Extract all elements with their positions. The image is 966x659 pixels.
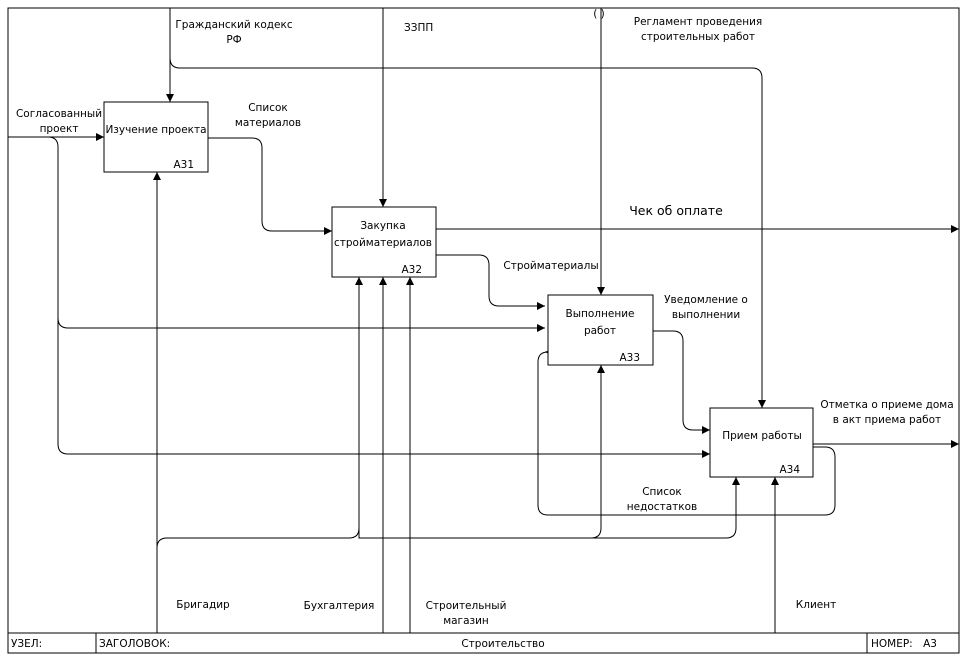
label-store: магазин [443, 615, 489, 627]
label-foreman: Бригадир [176, 599, 230, 611]
label-regulation: Регламент проведения [634, 16, 762, 28]
activity-label: Закупка [360, 220, 405, 232]
footer-number-value: А3 [923, 638, 937, 650]
label-paren: ( ) [593, 8, 605, 20]
label-client: Клиент [796, 599, 836, 611]
activity-box [103, 101, 209, 173]
label-construction-materials: Стройматериалы [503, 260, 598, 272]
activity-label: Выполнение [566, 308, 635, 320]
label-completion-notice: Уведомление о [664, 294, 748, 306]
label-completion-notice: выполнении [672, 309, 740, 321]
label-approved-project: Согласованный [16, 108, 102, 120]
activity-code: А33 [619, 352, 640, 364]
footer-title-value: Строительство [461, 638, 544, 650]
activity-label: стройматериалов [334, 237, 432, 249]
footer-node-label: УЗЕЛ: [11, 638, 42, 650]
label-defects-list: Список [642, 486, 682, 498]
activity-box [709, 407, 814, 478]
activity-box [547, 294, 654, 366]
label-acceptance-mark: в акт приема работ [833, 414, 941, 426]
label-store: Строительный [426, 600, 507, 612]
activity-a32: Закупка стройматериалов А32 [331, 206, 437, 278]
arrow-civil-code-to-a34 [169, 57, 766, 408]
label-accounting: Бухгалтерия [304, 600, 375, 612]
arrow-materials-list [208, 137, 332, 235]
label-payment-receipt: Чек об оплате [629, 203, 723, 218]
arrow-completion-notice [653, 330, 710, 434]
activity-label: работ [584, 325, 616, 337]
activity-a33: Выполнение работ А33 [547, 294, 654, 366]
activity-box [331, 206, 437, 278]
label-civil-code: РФ [226, 34, 241, 46]
activity-label: Изучение проекта [105, 124, 206, 136]
activity-a31: Изучение проекта А31 [103, 101, 209, 173]
activity-code: А34 [779, 464, 800, 476]
footer-title-label: ЗАГОЛОВОК: [99, 638, 170, 650]
activity-label: Прием работы [722, 430, 802, 442]
arrow-foreman-to-a32 [156, 277, 363, 549]
diagram-frame [7, 7, 960, 654]
label-zzpp: ЗЗПП [404, 22, 433, 34]
label-approved-project: проект [40, 123, 79, 135]
arrow-defects-list [537, 348, 836, 516]
activity-a34: Прием работы А34 [709, 407, 814, 478]
label-defects-list: недостатков [627, 501, 697, 513]
activity-code: А31 [173, 159, 194, 171]
label-acceptance-mark: Отметка о приеме дома [820, 399, 953, 411]
arrow-foreman-to-a34 [591, 477, 740, 539]
arrow-construction-materials [436, 254, 545, 310]
label-materials-list: материалов [235, 117, 301, 129]
arrow-approved-project-to-a34 [57, 318, 710, 458]
activity-code: А32 [401, 264, 422, 276]
arrow-foreman-to-a33 [358, 365, 605, 539]
label-civil-code: Гражданский кодекс [175, 19, 292, 31]
footer-number-label: НОМЕР: [871, 638, 913, 650]
label-materials-list: Список [248, 102, 288, 114]
label-regulation: строительных работ [641, 31, 755, 43]
